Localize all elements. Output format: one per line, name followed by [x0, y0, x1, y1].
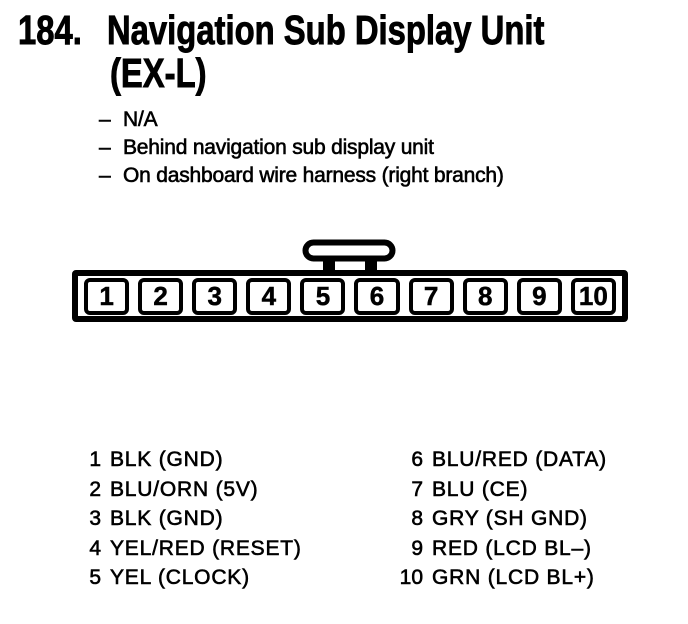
pinout-pin-number: 5: [89, 566, 101, 590]
pinout-row: 1 BLK (GND): [80, 445, 302, 475]
pinout-pin-number: 9: [411, 536, 423, 560]
pinout-pin-label: BLU/ORN (5V): [110, 477, 259, 501]
location-note: –N/A: [99, 106, 504, 134]
dash-bullet: –: [99, 164, 111, 188]
pinout-pin-label: BLU (CE): [432, 477, 529, 501]
connector-pin-cell: 9: [516, 277, 562, 315]
note-text: Behind navigation sub display unit: [123, 136, 435, 160]
connector-pin-cell: 2: [138, 277, 184, 315]
dash-bullet: –: [99, 108, 111, 132]
pinout-pin-number: 2: [89, 477, 101, 501]
figure-title-line-2: (EX-L): [110, 50, 207, 96]
pinout-pin-label: YEL/RED (RESET): [110, 536, 302, 560]
connector-pin-cell: 1: [84, 277, 130, 315]
pinout-pin-number: 6: [411, 448, 423, 472]
pinout-pin-number: 8: [411, 507, 423, 531]
connector-pin-cell: 7: [408, 277, 454, 315]
pinout-pin-label: BLK (GND): [110, 448, 224, 472]
figure-title-line-1: Navigation Sub Display Unit: [107, 7, 545, 53]
pinout-pin-number: 7: [411, 477, 423, 501]
pinout-pin-label: GRN (LCD BL+): [432, 566, 595, 590]
connector-pin-cell: 3: [192, 277, 238, 315]
dash-bullet: –: [99, 136, 111, 160]
pinout-pin-label: BLU/RED (DATA): [432, 448, 607, 472]
pinout-pin-label: GRY (SH GND): [432, 507, 588, 531]
connector-pin-cell: 8: [462, 277, 508, 315]
pinout-pin-label: RED (LCD BL–): [432, 536, 592, 560]
pinout-pin-number: 10: [399, 566, 423, 590]
pinout-row: 6 BLU/RED (DATA): [385, 445, 607, 475]
pinout-row: 4 YEL/RED (RESET): [80, 534, 302, 564]
pinout-pin-number: 1: [89, 448, 101, 472]
figure-number: 184.: [18, 7, 83, 53]
pinout-pin-number: 4: [89, 536, 101, 560]
connector-pin-cell: 10: [570, 277, 616, 315]
pinout-pin-label: BLK (GND): [110, 507, 224, 531]
location-note: –On dashboard wire harness (right branch…: [99, 162, 505, 190]
pinout-list-right: 6 BLU/RED (DATA) 7 BLU (CE) 8 GRY (SH GND) 9 RE…: [385, 445, 607, 593]
pinout-row: 7 BLU (CE): [385, 475, 607, 505]
pinout-row: 10 GRN (LCD BL+): [385, 563, 607, 593]
pinout-row: 8 GRY (SH GND): [385, 504, 607, 534]
pinout-pin-number: 3: [89, 507, 101, 531]
tab-bar: [302, 239, 396, 262]
connector-pin-cell: 6: [354, 277, 400, 315]
pinout-pin-label: YEL (CLOCK): [110, 566, 250, 590]
location-note: –Behind navigation sub display unit: [99, 134, 504, 162]
connector-pin-cell: 4: [246, 277, 292, 315]
pinout-row: 5 YEL (CLOCK): [80, 563, 302, 593]
connector-pin-cell: 5: [300, 277, 346, 315]
pinout-row: 2 BLU/ORN (5V): [80, 475, 302, 505]
note-text: On dashboard wire harness (right branch): [123, 164, 505, 188]
note-text: N/A: [123, 108, 158, 132]
location-notes: –N/A–Behind navigation sub display unit–…: [99, 106, 505, 190]
pinout-row: 9 RED (LCD BL–): [385, 534, 607, 564]
pinout-row: 3 BLK (GND): [80, 504, 302, 534]
connector-tab-icon: [302, 239, 396, 275]
